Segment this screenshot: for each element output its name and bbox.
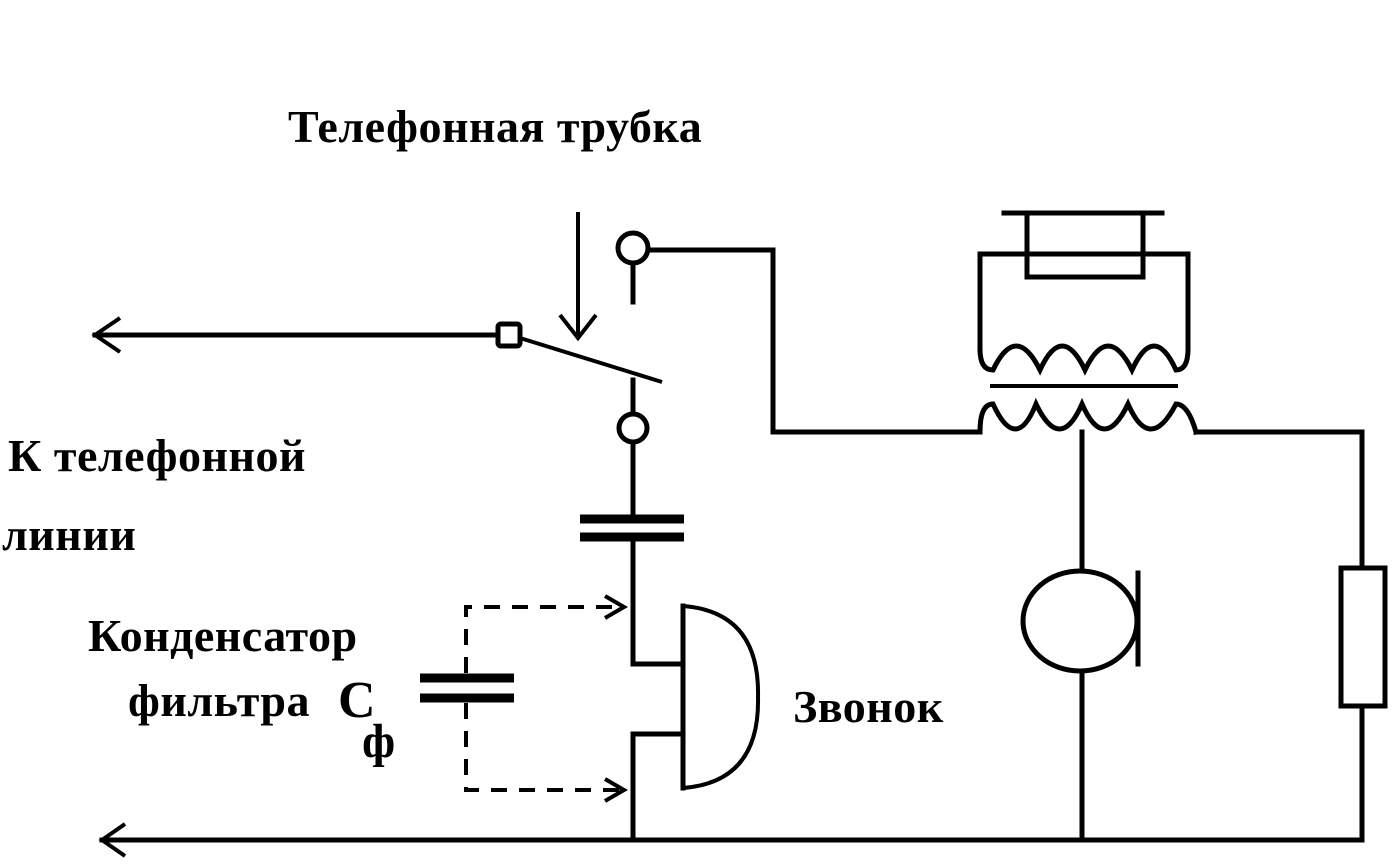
receiver-icon (977, 210, 1191, 352)
hook-switch (495, 212, 663, 384)
bell-label: Звонок (793, 681, 944, 732)
line-wire-bottom (98, 822, 1365, 858)
line-label-1: К телефонной (8, 430, 306, 481)
line-label-2: линии (2, 509, 137, 560)
capacitor-subscript: ф (362, 715, 396, 768)
capacitor-label-1: Конденсатор (88, 610, 358, 661)
line-wire-top (91, 316, 501, 354)
series-capacitor (580, 514, 686, 843)
resistor-icon (1338, 429, 1388, 843)
lower-contact (616, 377, 650, 520)
microphone-icon (1020, 429, 1141, 843)
transformer-icon (977, 343, 1365, 436)
capacitor-label-2: фильтра (128, 675, 310, 726)
capacitor-symbol: С (338, 672, 377, 729)
bell-icon (680, 603, 761, 791)
filter-capacitor (420, 594, 628, 803)
upper-contact (615, 230, 983, 435)
handset-label: Телефонная трубка (288, 101, 703, 152)
